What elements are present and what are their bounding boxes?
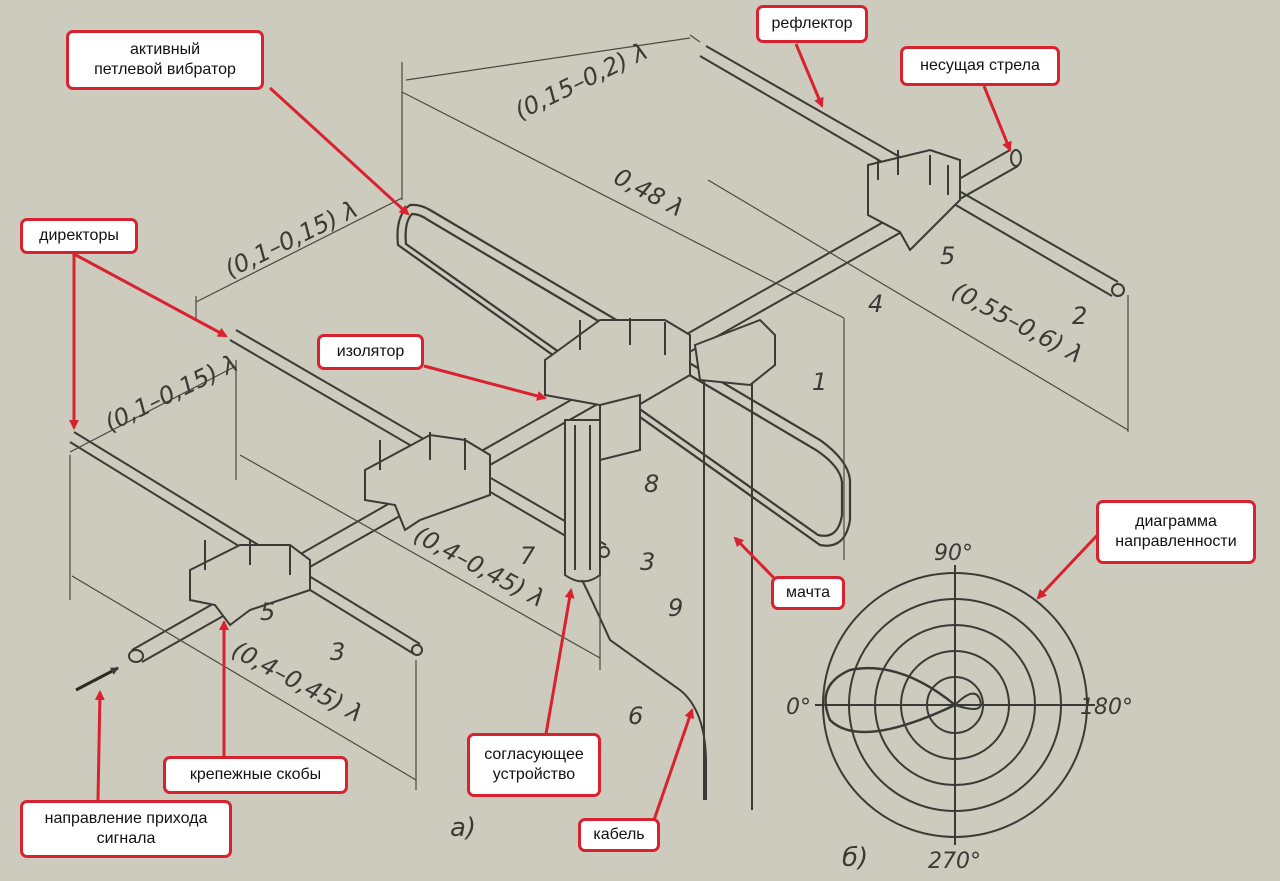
label-matching-device: согласующее устройство — [467, 733, 601, 797]
part-1: 1 — [812, 368, 827, 396]
label-cable: кабель — [578, 818, 660, 852]
label-directors: директоры — [20, 218, 138, 254]
label-insulator: изолятор — [317, 334, 424, 370]
dim-01-015-left: (0,1–0,15) λ — [100, 349, 242, 437]
mast-drawing — [703, 345, 753, 810]
part-5b: 5 — [260, 598, 275, 626]
dim-01-015-top: (0,1–0,15) λ — [220, 195, 362, 283]
part-9: 9 — [668, 594, 683, 622]
callout-arrows — [69, 43, 1106, 821]
dim-048: 0,48 λ — [609, 163, 689, 223]
polar-diagram — [815, 565, 1095, 845]
cable-drawing — [581, 579, 707, 800]
part-5a: 5 — [940, 242, 955, 270]
label-polar-diagram: диаграмма направленности — [1096, 500, 1256, 564]
dim-015-02: (0,15–0,2) λ — [510, 37, 652, 125]
label-signal-direction: направление прихода сигнала — [20, 800, 232, 858]
label-reflector: рефлектор — [756, 5, 868, 43]
angle-180: 180° — [1080, 695, 1133, 720]
label-active-dipole: активный петлевой вибратор — [66, 30, 264, 90]
part-8: 8 — [644, 470, 659, 498]
subfigure-b: б) — [842, 843, 868, 873]
part-3b: 3 — [330, 638, 345, 666]
dim-055-06: (0,55–0,6) λ — [947, 277, 1087, 369]
dimension-lines — [69, 34, 1129, 790]
label-boom: несущая стрела — [900, 46, 1060, 86]
subfigure-a: а) — [450, 813, 476, 843]
part-6: 6 — [628, 702, 643, 730]
angle-0: 0° — [786, 695, 811, 720]
label-mast: мачта — [771, 576, 845, 610]
signal-arrow — [75, 666, 119, 692]
dim-04-045-bottom: (0,4–0,45) λ — [227, 636, 367, 728]
part-7: 7 — [520, 542, 536, 570]
angle-270: 270° — [928, 849, 981, 874]
label-mounting-brackets: крепежные скобы — [163, 756, 348, 794]
dipole-drawing — [396, 203, 852, 547]
brackets-drawing — [189, 148, 961, 627]
part-4: 4 — [868, 290, 883, 318]
angle-90: 90° — [934, 541, 973, 566]
part-3a: 3 — [640, 548, 655, 576]
part-2: 2 — [1072, 302, 1087, 330]
